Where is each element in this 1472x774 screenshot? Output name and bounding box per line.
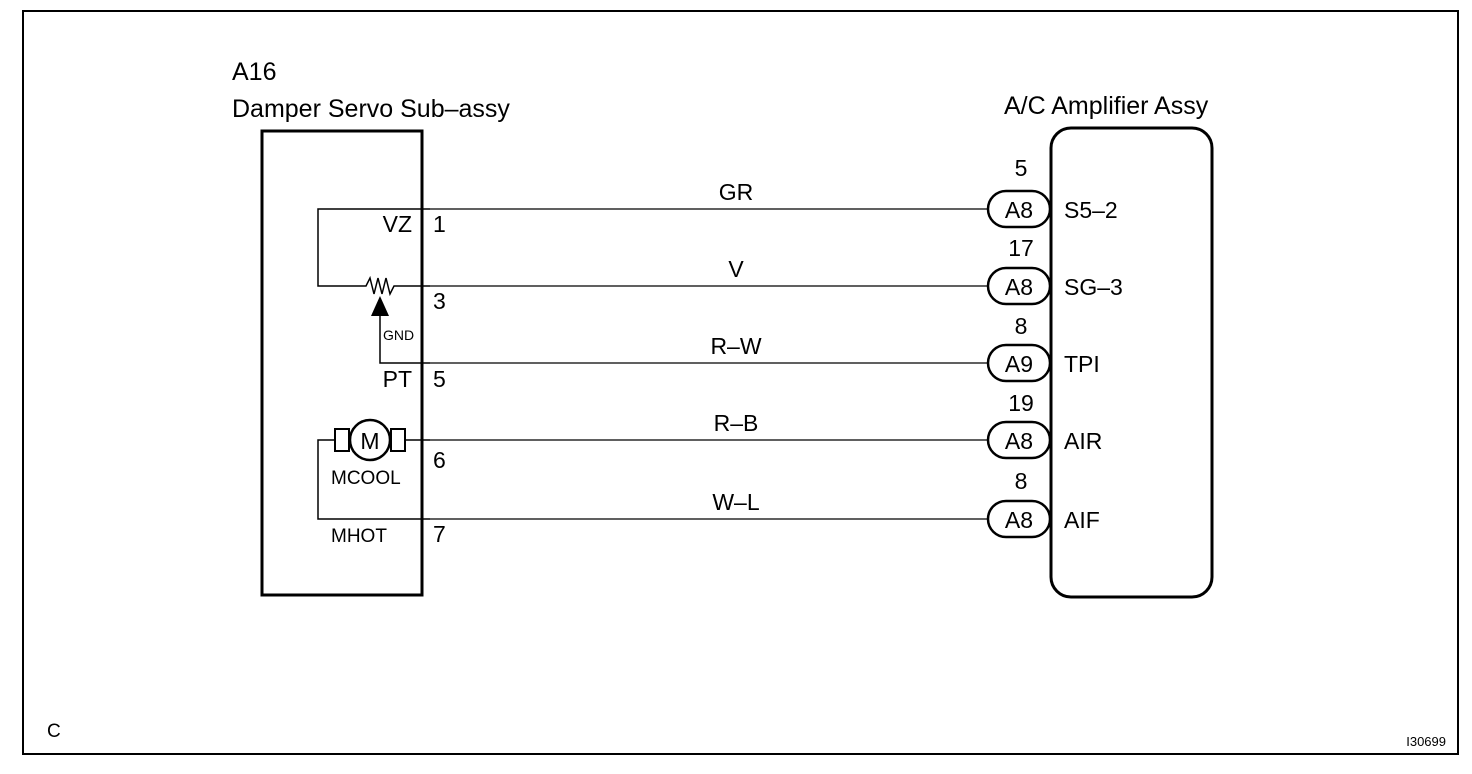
motor-label: M xyxy=(360,428,379,454)
wiper-arrow-icon xyxy=(371,296,389,316)
wire-lines xyxy=(430,208,988,520)
gnd-label: GND xyxy=(383,327,414,343)
connector-oval-2 xyxy=(986,266,1052,306)
terminal-mcool-pin: 6 xyxy=(433,447,446,473)
amp-pin-1: 5 xyxy=(1015,155,1028,181)
connector-oval-3 xyxy=(986,343,1052,383)
amp-terminal-sg-3: SG–3 xyxy=(1064,274,1123,300)
terminal-mhot-pin: 7 xyxy=(433,521,446,547)
wire-color-r-b: R–B xyxy=(714,410,759,436)
terminal-pt-label: PT xyxy=(383,366,412,392)
connector-code-2: A8 xyxy=(1005,274,1033,300)
potentiometer-circuit xyxy=(317,208,430,364)
connector-code-5: A8 xyxy=(1005,507,1033,533)
terminal-mhot-label: MHOT xyxy=(331,526,387,547)
amp-pin-3: 8 xyxy=(1015,313,1028,339)
wire-color-r-w: R–W xyxy=(710,333,761,359)
figure-id: I30699 xyxy=(1406,734,1446,749)
connector-oval-5 xyxy=(986,499,1052,539)
corner-label: C xyxy=(47,721,61,742)
terminal-pt-pin: 5 xyxy=(433,366,446,392)
amp-terminal-aif: AIF xyxy=(1064,507,1100,533)
diagram-frame xyxy=(22,10,1459,755)
connector-code-1: A8 xyxy=(1005,197,1033,223)
terminal-vz-label: VZ xyxy=(383,211,412,237)
wire-color-gr: GR xyxy=(719,179,754,205)
wire-color-w-l: W–L xyxy=(712,489,760,515)
wire-color-v: V xyxy=(728,256,744,282)
motor-icon xyxy=(317,418,430,520)
connector-oval-1 xyxy=(986,189,1052,229)
amp-pin-2: 17 xyxy=(1008,235,1034,261)
amp-terminal-air: AIR xyxy=(1064,428,1102,454)
terminal-vz-pin: 1 xyxy=(433,211,446,237)
damper-servo-title: Damper Servo Sub–assy xyxy=(232,95,510,123)
amp-pin-5: 8 xyxy=(1015,468,1028,494)
terminal-sg-pin: 3 xyxy=(433,288,446,314)
terminal-mcool-label: MCOOL xyxy=(331,468,401,489)
ac-amplifier-title: A/C Amplifier Assy xyxy=(1004,92,1209,120)
amp-terminal-tpi: TPI xyxy=(1064,351,1100,377)
connector-code-3: A9 xyxy=(1005,351,1033,377)
damper-servo-id: A16 xyxy=(232,58,276,86)
amp-terminal-s5-2: S5–2 xyxy=(1064,197,1118,223)
connector-code-4: A8 xyxy=(1005,428,1033,454)
amp-pin-4: 19 xyxy=(1008,390,1034,416)
connector-ovals xyxy=(986,189,1052,539)
connector-oval-4 xyxy=(986,420,1052,460)
